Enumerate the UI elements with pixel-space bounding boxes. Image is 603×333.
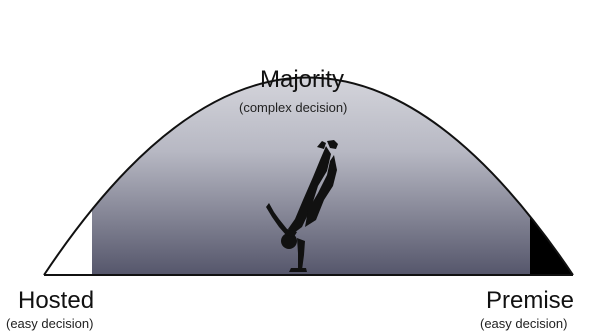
- premise-segment: [530, 77, 573, 275]
- hosted-segment: [44, 77, 92, 275]
- curve-fill-group: [44, 77, 573, 275]
- center-title: Majority: [260, 66, 345, 93]
- left-subtitle: (easy decision): [6, 316, 94, 331]
- left-title: Hosted: [18, 287, 95, 314]
- right-title: Premise: [486, 287, 575, 314]
- majority-segment: [92, 77, 530, 275]
- right-subtitle: (easy decision): [480, 316, 568, 331]
- curve-outline: [43, 76, 574, 276]
- center-subtitle: (complex decision): [239, 100, 348, 115]
- handstand-silhouette-icon: [266, 140, 338, 272]
